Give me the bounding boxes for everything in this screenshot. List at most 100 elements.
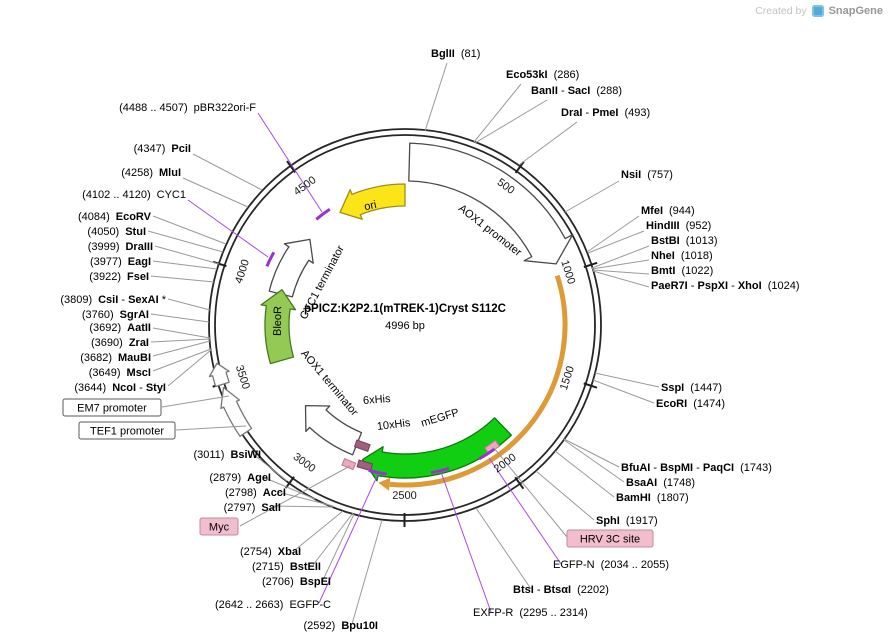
label-tef1-promoter[interactable]: TEF1 promoter xyxy=(90,426,164,438)
callout-line-acci xyxy=(277,491,334,507)
callout-line-sphi xyxy=(535,470,595,521)
label-em7-promoter[interactable]: EM7 promoter xyxy=(77,403,147,415)
label-draiii[interactable]: (3999)DraIII xyxy=(88,241,153,253)
primer-pbr322ori-f[interactable] xyxy=(315,208,331,221)
tick-3000 xyxy=(284,476,295,489)
label-bsaai[interactable]: BsaAI(1748) xyxy=(626,477,695,489)
label-bglii[interactable]: BglII(81) xyxy=(431,48,480,60)
label-box-hrv-3c-site[interactable] xyxy=(566,529,654,548)
callout-line-sali xyxy=(272,505,334,508)
primer-exfp-r[interactable] xyxy=(430,466,450,475)
label-pcii[interactable]: (4347)PciI xyxy=(134,143,191,155)
feature-tef1-promoter-feature[interactable] xyxy=(220,386,253,437)
label-box-em7-promoter[interactable] xyxy=(62,398,162,417)
label-eagi[interactable]: (3977)EagI xyxy=(90,256,151,268)
label-pbr322ori-f[interactable]: (4488 .. 4507)pBR322ori-F xyxy=(119,102,256,114)
watermark: Created by SnapGene xyxy=(755,5,883,17)
label-fsei[interactable]: (3922)FseI xyxy=(89,271,149,283)
label-acci[interactable]: (2798)AccI xyxy=(225,487,286,499)
label-maubi[interactable]: (3682)MauBI xyxy=(80,352,151,364)
label-bsteii[interactable]: (2715)BstEII xyxy=(252,561,321,573)
callout-line-agei xyxy=(262,476,316,500)
label-btsi-btsalphai[interactable]: BtsI - BtsαI(2202) xyxy=(513,584,609,596)
label-myc[interactable]: Myc xyxy=(209,522,230,534)
callout-line-bspei xyxy=(322,513,355,581)
label-sali[interactable]: (2797)SalI xyxy=(224,502,281,514)
label-xbai[interactable]: (2754)XbaI xyxy=(240,546,301,558)
label-bpu10i[interactable]: (2592)Bpu10I xyxy=(304,620,378,632)
label-bspei[interactable]: (2706)BspEI xyxy=(262,576,331,588)
label-banii-saci[interactable]: BanII - SacI(288) xyxy=(531,85,622,97)
label-ncoi-styi[interactable]: (3644)NcoI - StyI xyxy=(74,382,166,394)
label-bstbi[interactable]: BstBI(1013) xyxy=(651,235,718,247)
tick-1000 xyxy=(583,261,598,269)
plasmid-title: pPICZ:K2P2.1(mTREK-1)Cryst S112C xyxy=(304,303,506,315)
label-box-myc[interactable] xyxy=(199,517,239,536)
label-mlui[interactable]: (4258)MluI xyxy=(121,167,181,179)
callout-line-bfuai-bspmi-paqci xyxy=(563,438,620,468)
feature-aox1-promoter[interactable] xyxy=(408,142,574,265)
label-sspi[interactable]: SspI(1447) xyxy=(661,382,722,394)
callout-line-bpu10i xyxy=(351,519,383,625)
label-bfuai-bspmi-paqci[interactable]: BfuAI - BspMI - PaqCI(1743) xyxy=(621,462,772,474)
label-mfei[interactable]: MfeI(944) xyxy=(641,205,695,217)
feature-label-bleor[interactable]: BleoR xyxy=(272,306,285,336)
watermark-created-by: Created by xyxy=(755,5,807,17)
label-sphi[interactable]: SphI(1917) xyxy=(596,515,658,527)
feature-6xhis-tag[interactable] xyxy=(356,459,374,472)
callout-line-bsaai xyxy=(563,439,625,483)
feature-ori[interactable] xyxy=(339,183,406,220)
primer-egfp-c[interactable] xyxy=(368,469,387,476)
feature-cyc1-terminator[interactable] xyxy=(268,238,314,298)
feature-k2p2-1-mtrek-1-cryst-arrowhead[interactable] xyxy=(378,477,391,491)
label-msci[interactable]: (3649)MscI xyxy=(89,367,151,379)
label-ecorv[interactable]: (4084)EcoRV xyxy=(78,211,152,223)
primer-cyc1[interactable] xyxy=(265,251,276,267)
feature-label-ori[interactable]: ori xyxy=(363,199,377,213)
plasmid-size: 4996 bp xyxy=(385,320,425,332)
feature-em7-promoter-feature[interactable] xyxy=(208,362,230,388)
label-drai-pmei[interactable]: DraI - PmeI(493) xyxy=(561,107,650,119)
label-exfp-r[interactable]: EXFP-R(2295 .. 2314) xyxy=(473,607,588,619)
feature-k2p2-1-mtrek-1-cryst[interactable] xyxy=(389,274,568,488)
callout-line-mlui xyxy=(182,177,249,208)
callout-line-myc xyxy=(239,465,351,527)
callout-line-bamhi xyxy=(554,450,615,498)
label-bmti[interactable]: BmtI(1022) xyxy=(651,265,713,277)
feature-myc-tag[interactable] xyxy=(341,457,357,471)
label-zrai[interactable]: (3690)ZraI xyxy=(91,337,149,349)
label-bamhi[interactable]: BamHI(1807) xyxy=(616,492,689,504)
label-egfp-c[interactable]: (2642 .. 2663)EGFP-C xyxy=(215,599,331,611)
label-aatii[interactable]: (3692)AatII xyxy=(89,322,151,334)
label-sgrai[interactable]: (3760)SgrAI xyxy=(82,309,149,321)
feature-label-6xhis[interactable]: 6xHis xyxy=(363,393,392,407)
feature-aox1-terminator[interactable] xyxy=(304,404,363,456)
label-nsii[interactable]: NsiI(757) xyxy=(621,169,673,181)
feature-10xhis-tag[interactable] xyxy=(353,439,371,452)
callout-line-mfei xyxy=(586,215,640,253)
label-cyc1-primer[interactable]: (4102 .. 4120)CYC1 xyxy=(82,189,186,201)
label-agei[interactable]: (2879)AgeI xyxy=(209,472,271,484)
label-stui[interactable]: (4050)StuI xyxy=(87,226,146,238)
label-csii-sexai[interactable]: (3809)CsiI - SexAI * xyxy=(60,294,166,306)
label-paer7i-pspxi-xhoi[interactable]: PaeR7I - PspXI - XhoI(1024) xyxy=(651,280,799,292)
label-hindiii[interactable]: HindIII(952) xyxy=(646,220,711,232)
callout-line-em7-promoter xyxy=(161,395,230,408)
label-eco53ki[interactable]: Eco53kI(286) xyxy=(506,69,579,81)
callout-line-sgrai xyxy=(150,313,210,323)
label-box-tef1-promoter[interactable] xyxy=(78,421,176,440)
feature-bleor[interactable] xyxy=(260,289,297,365)
callout-line-eco53ki xyxy=(473,83,522,143)
callout-line-ncoi-styi xyxy=(167,349,212,387)
label-bsiwi[interactable]: (3011)BsiWI xyxy=(193,449,261,461)
label-ecori[interactable]: EcoRI(1474) xyxy=(656,398,725,410)
label-hrv-3c-site[interactable]: HRV 3C site xyxy=(580,534,640,546)
tick-2000 xyxy=(514,476,525,490)
label-egfp-n[interactable]: EGFP-N(2034 .. 2055) xyxy=(553,559,669,571)
callout-line-bglii xyxy=(424,62,448,132)
tick-500 xyxy=(514,161,525,174)
feature-label-10xhis[interactable]: 10xHis xyxy=(376,417,411,433)
callout-line-bstbi xyxy=(591,245,650,269)
feature-label-megfp[interactable]: mEGFP xyxy=(420,407,461,430)
label-nhei[interactable]: NheI(1018) xyxy=(651,250,713,262)
